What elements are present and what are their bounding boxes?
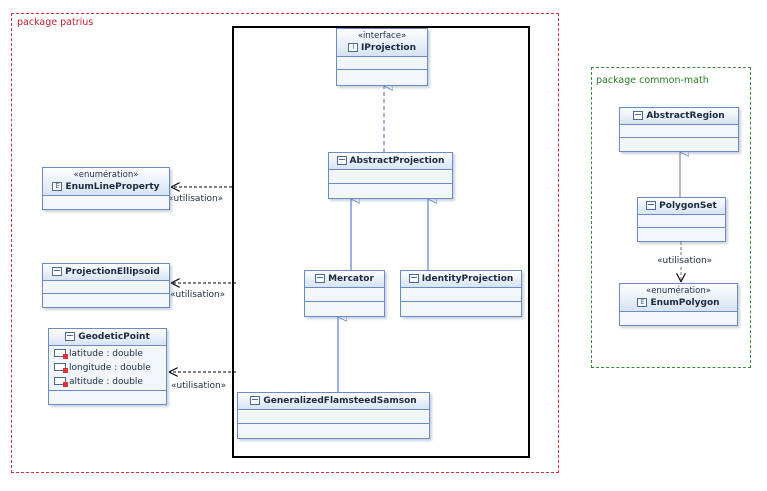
class-generalized-flamsteed-samson[interactable]: GeneralizedFlamsteedSamson: [237, 392, 430, 439]
package-patrius: package patrius: [11, 13, 559, 473]
attribute-label: latitude : double: [69, 349, 143, 359]
class-icon: [646, 201, 657, 210]
operations-section: [238, 424, 429, 436]
attribute-label: longitude : double: [69, 363, 151, 373]
class-icon: [52, 267, 63, 276]
class-name: GeneralizedFlamsteedSamson: [263, 396, 417, 406]
field-icon: [54, 363, 68, 373]
class-name: ProjectionEllipsoid: [65, 267, 160, 277]
usage-label-enumpolygon: «utilisation»: [657, 256, 713, 266]
package-common-math-label: package common-math: [596, 75, 709, 86]
class-icon: [336, 156, 347, 165]
class-polygon-set[interactable]: PolygonSet: [637, 197, 726, 242]
usage-label-enumlineproperty: «utilisation»: [168, 194, 224, 204]
attribute-row[interactable]: latitude : double: [49, 347, 166, 361]
class-icon: [408, 274, 419, 283]
operations-section: [49, 391, 166, 396]
attributes-section: [305, 288, 384, 302]
class-name: AbstractRegion: [646, 111, 725, 121]
class-icon: [250, 396, 261, 405]
operations-section: [305, 302, 384, 314]
attributes-section: [43, 281, 169, 294]
operations-section: [401, 302, 521, 314]
operations-section: [638, 228, 725, 240]
class-abstract-region[interactable]: AbstractRegion: [619, 107, 739, 152]
class-name: PolygonSet: [659, 201, 717, 211]
operations-section: [620, 138, 738, 150]
class-name: AbstractProjection: [349, 156, 445, 166]
projection-frame: [232, 26, 530, 458]
package-patrius-label: package patrius: [17, 17, 94, 28]
class-icon: [633, 111, 644, 120]
class-iprojection[interactable]: «interface» IProjection: [336, 28, 428, 86]
package-common-math: package common-math: [591, 67, 751, 368]
class-enum-line-property[interactable]: «enumération» EnumLineProperty: [42, 167, 170, 210]
class-projection-ellipsoid[interactable]: ProjectionEllipsoid: [42, 263, 170, 308]
class-icon: [65, 332, 76, 341]
attributes-section: [337, 57, 427, 70]
class-identity-projection[interactable]: IdentityProjection: [400, 270, 522, 317]
field-icon: [54, 349, 68, 359]
attributes-section: [329, 170, 452, 184]
class-name: IProjection: [360, 43, 417, 53]
interface-icon: [347, 42, 358, 52]
class-name: EnumLineProperty: [65, 182, 160, 192]
stereotype-label: «enumération»: [73, 170, 139, 180]
class-mercator[interactable]: Mercator: [304, 270, 385, 317]
attributes-section: latitude : double longitude : double alt…: [49, 346, 166, 391]
enumeration-icon: [637, 297, 648, 307]
enumeration-icon: [52, 181, 63, 191]
attributes-section: [638, 215, 725, 228]
class-icon: [315, 274, 326, 283]
operations-section: [337, 70, 427, 82]
attribute-row[interactable]: altitude : double: [49, 375, 166, 389]
operations-section: [43, 294, 169, 306]
class-name: IdentityProjection: [421, 274, 514, 284]
attributes-section: [401, 288, 521, 302]
class-name: Mercator: [328, 274, 374, 284]
operations-section: [329, 184, 452, 196]
stereotype-label: «interface»: [357, 31, 407, 41]
field-icon: [54, 377, 68, 387]
attributes-section: [238, 410, 429, 424]
stereotype-label: «enumération»: [646, 286, 711, 296]
attribute-row[interactable]: longitude : double: [49, 361, 166, 375]
class-abstract-projection[interactable]: AbstractProjection: [328, 152, 453, 199]
class-name: EnumPolygon: [650, 298, 720, 308]
class-enum-polygon[interactable]: «enumération» EnumPolygon: [619, 283, 738, 326]
class-name: GeodeticPoint: [78, 332, 150, 342]
usage-label-geodeticpoint: «utilisation»: [171, 381, 227, 391]
attribute-label: altitude : double: [69, 377, 143, 387]
usage-label-projectionellipsoid: «utilisation»: [170, 290, 226, 300]
attributes-section: [620, 125, 738, 138]
class-geodetic-point[interactable]: GeodeticPoint latitude : double longitud…: [48, 328, 167, 405]
